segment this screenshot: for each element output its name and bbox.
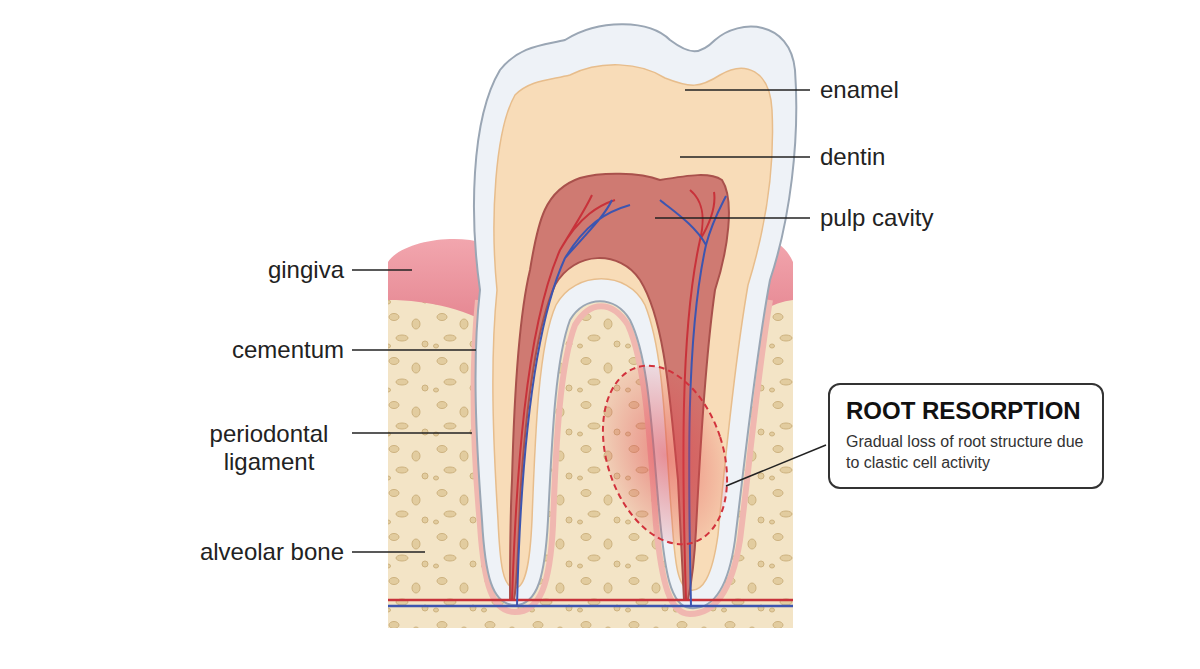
part-label: pulp cavity — [820, 204, 933, 232]
resorption-region — [581, 350, 748, 561]
blood-vessel — [388, 599, 793, 602]
part-label: periodontal ligament — [194, 420, 344, 475]
leader-lines — [352, 90, 826, 552]
part-label: gingiva — [268, 256, 344, 284]
callout-heading: ROOT RESORPTION — [846, 397, 1086, 426]
callout-text: Gradual loss of root structure due to cl… — [846, 432, 1086, 474]
part-label: enamel — [820, 76, 899, 104]
callout-box: ROOT RESORPTION Gradual loss of root stru… — [828, 383, 1104, 489]
blood-vessel — [388, 605, 793, 608]
part-label: alveolar bone — [200, 538, 344, 566]
part-label: dentin — [820, 143, 885, 171]
part-label: cementum — [232, 336, 344, 364]
tooth-enamel — [474, 24, 796, 608]
